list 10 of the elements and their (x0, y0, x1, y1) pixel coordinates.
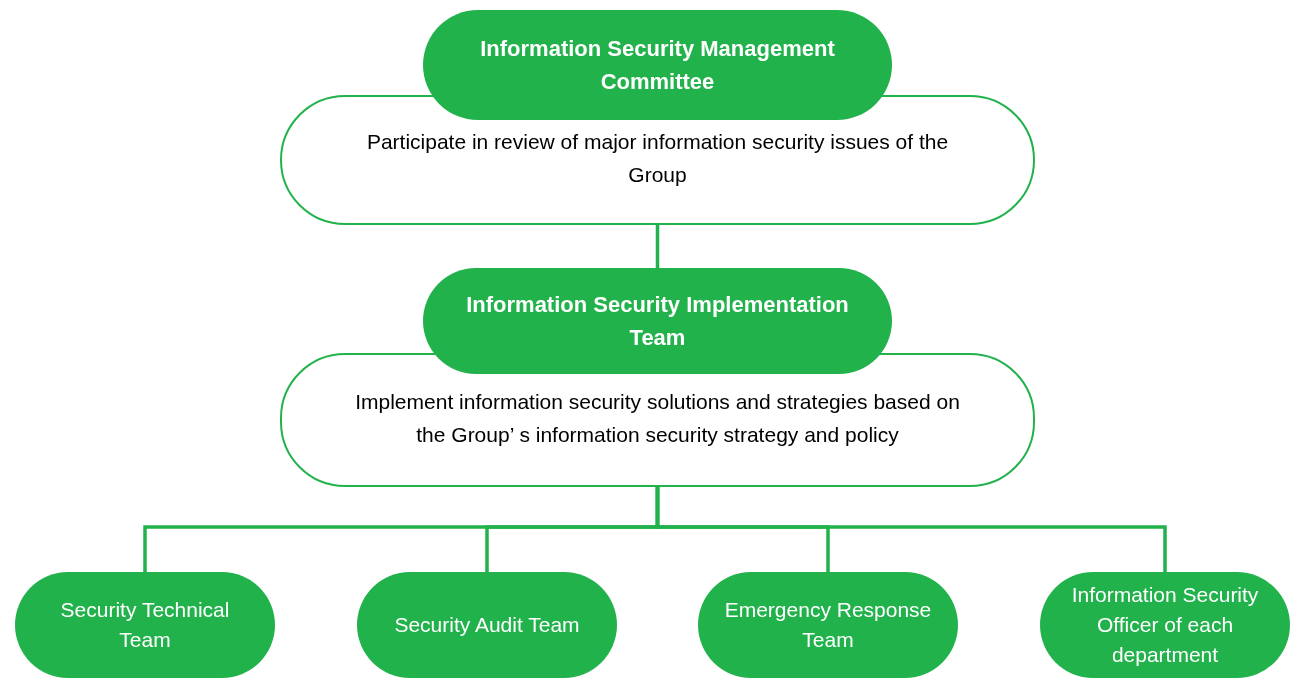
node-text: Information Security Implementation Team (465, 291, 850, 352)
node-text: Information Security Management Committee (479, 35, 836, 96)
node-text: Security Audit Team (394, 612, 580, 638)
node-text: Implement information security solutions and strategies based on the Group’ s information security strategy and policy (354, 389, 961, 448)
node-text: Information Security Officer of each department (1070, 582, 1260, 668)
node-text: Emergency Response Team (723, 597, 933, 653)
node-text: Participate in review of major information security issues of the Group (365, 129, 950, 188)
connector-line (655, 487, 1167, 572)
connector-line (655, 225, 660, 268)
node-text: Security Technical Team (59, 597, 231, 653)
